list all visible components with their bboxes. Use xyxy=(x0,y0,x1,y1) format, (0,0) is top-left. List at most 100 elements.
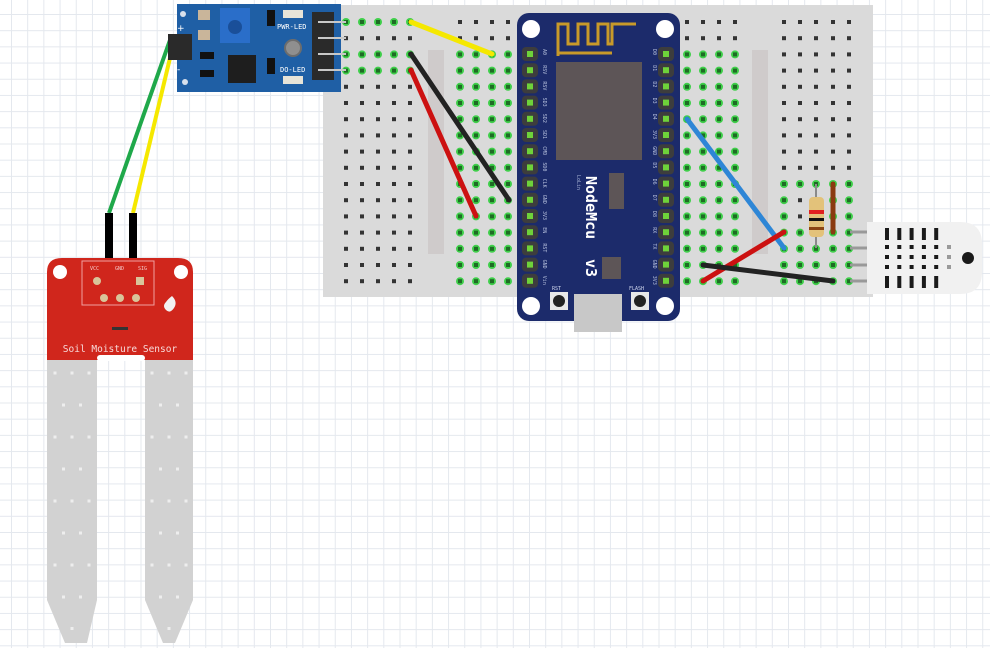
breadboard-hole[interactable] xyxy=(474,20,478,24)
breadboard-hole[interactable] xyxy=(392,133,396,138)
breadboard-hole[interactable] xyxy=(733,230,737,235)
breadboard-hole[interactable] xyxy=(831,165,835,170)
breadboard-hole[interactable] xyxy=(490,68,494,73)
breadboard-hole[interactable] xyxy=(733,133,737,138)
breadboard-hole[interactable] xyxy=(408,246,412,251)
breadboard-hole[interactable] xyxy=(701,214,705,219)
breadboard-hole[interactable] xyxy=(360,84,364,89)
breadboard-hole[interactable] xyxy=(506,52,510,57)
breadboard-hole[interactable] xyxy=(733,20,737,24)
breadboard-hole[interactable] xyxy=(847,263,851,267)
breadboard-hole[interactable] xyxy=(782,279,786,284)
breadboard-hole[interactable] xyxy=(392,149,396,154)
breadboard-hole[interactable] xyxy=(814,84,818,89)
breadboard-hole[interactable] xyxy=(392,84,396,89)
breadboard-hole[interactable] xyxy=(376,214,380,219)
breadboard-hole[interactable] xyxy=(392,263,396,267)
breadboard-hole[interactable] xyxy=(408,133,412,138)
breadboard-hole[interactable] xyxy=(474,101,478,105)
breadboard-hole[interactable] xyxy=(344,84,348,89)
breadboard-hole[interactable] xyxy=(360,198,364,203)
breadboard-hole[interactable] xyxy=(847,279,851,284)
breadboard-hole[interactable] xyxy=(701,182,705,186)
breadboard-hole[interactable] xyxy=(798,165,802,170)
breadboard-hole[interactable] xyxy=(458,68,462,73)
breadboard-hole[interactable] xyxy=(506,182,510,186)
breadboard-hole[interactable] xyxy=(360,165,364,170)
breadboard-hole[interactable] xyxy=(798,117,802,122)
breadboard-hole[interactable] xyxy=(458,214,462,219)
breadboard-hole[interactable] xyxy=(717,182,721,186)
pin[interactable] xyxy=(527,115,533,122)
breadboard-hole[interactable] xyxy=(847,68,851,73)
breadboard-hole[interactable] xyxy=(798,198,802,203)
breadboard-hole[interactable] xyxy=(831,133,835,138)
breadboard-hole[interactable] xyxy=(458,149,462,154)
breadboard-hole[interactable] xyxy=(782,20,786,24)
breadboard-hole[interactable] xyxy=(490,165,494,170)
breadboard-hole[interactable] xyxy=(701,149,705,154)
breadboard-hole[interactable] xyxy=(474,182,478,186)
breadboard-hole[interactable] xyxy=(831,101,835,105)
breadboard-hole[interactable] xyxy=(782,101,786,105)
breadboard-hole[interactable] xyxy=(490,198,494,203)
pin[interactable] xyxy=(527,132,533,138)
breadboard-hole[interactable] xyxy=(798,279,802,284)
breadboard-hole[interactable] xyxy=(701,165,705,170)
breadboard-hole[interactable] xyxy=(344,246,348,251)
breadboard-hole[interactable] xyxy=(782,133,786,138)
breadboard-hole[interactable] xyxy=(376,165,380,170)
breadboard-hole[interactable] xyxy=(376,263,380,267)
breadboard-hole[interactable] xyxy=(798,68,802,73)
breadboard-hole[interactable] xyxy=(717,149,721,154)
pin[interactable] xyxy=(527,164,533,171)
breadboard-hole[interactable] xyxy=(831,117,835,122)
breadboard-hole[interactable] xyxy=(814,246,818,251)
breadboard-hole[interactable] xyxy=(847,165,851,170)
breadboard-hole[interactable] xyxy=(733,263,737,267)
breadboard-hole[interactable] xyxy=(506,68,510,73)
breadboard-hole[interactable] xyxy=(782,182,786,186)
breadboard-hole[interactable] xyxy=(506,101,510,105)
breadboard-hole[interactable] xyxy=(490,279,494,284)
pin[interactable] xyxy=(527,277,533,284)
breadboard-hole[interactable] xyxy=(360,263,364,267)
breadboard-hole[interactable] xyxy=(814,36,818,41)
breadboard-hole[interactable] xyxy=(360,52,364,57)
breadboard-hole[interactable] xyxy=(360,149,364,154)
breadboard-hole[interactable] xyxy=(685,182,689,186)
breadboard-hole[interactable] xyxy=(392,117,396,122)
pin[interactable] xyxy=(527,51,533,57)
breadboard-hole[interactable] xyxy=(798,230,802,235)
breadboard-hole[interactable] xyxy=(798,214,802,219)
wire-yellow-signal[interactable] xyxy=(131,57,172,214)
breadboard-hole[interactable] xyxy=(814,52,818,57)
pin[interactable] xyxy=(663,148,669,155)
breadboard-hole[interactable] xyxy=(733,214,737,219)
breadboard-hole[interactable] xyxy=(798,52,802,57)
wire-black-jumper[interactable] xyxy=(408,51,512,203)
breadboard-hole[interactable] xyxy=(344,214,348,219)
breadboard-hole[interactable] xyxy=(506,246,510,251)
pin[interactable] xyxy=(663,51,669,57)
breadboard-hole[interactable] xyxy=(458,279,462,284)
breadboard-hole[interactable] xyxy=(490,246,494,251)
breadboard-hole[interactable] xyxy=(701,246,705,251)
pin[interactable] xyxy=(663,83,669,90)
breadboard-hole[interactable] xyxy=(360,68,364,73)
breadboard-hole[interactable] xyxy=(376,101,380,105)
breadboard-hole[interactable] xyxy=(685,263,689,267)
breadboard-hole[interactable] xyxy=(847,101,851,105)
breadboard-hole[interactable] xyxy=(458,198,462,203)
breadboard-hole[interactable] xyxy=(474,36,478,41)
breadboard-hole[interactable] xyxy=(782,198,786,203)
breadboard-hole[interactable] xyxy=(847,182,851,186)
wire-red-dht-jumper[interactable] xyxy=(700,229,787,284)
breadboard-hole[interactable] xyxy=(798,36,802,41)
pin[interactable] xyxy=(663,164,669,171)
breadboard-hole[interactable] xyxy=(392,279,396,284)
breadboard-hole[interactable] xyxy=(376,133,380,138)
breadboard-hole[interactable] xyxy=(733,198,737,203)
breadboard-hole[interactable] xyxy=(798,84,802,89)
